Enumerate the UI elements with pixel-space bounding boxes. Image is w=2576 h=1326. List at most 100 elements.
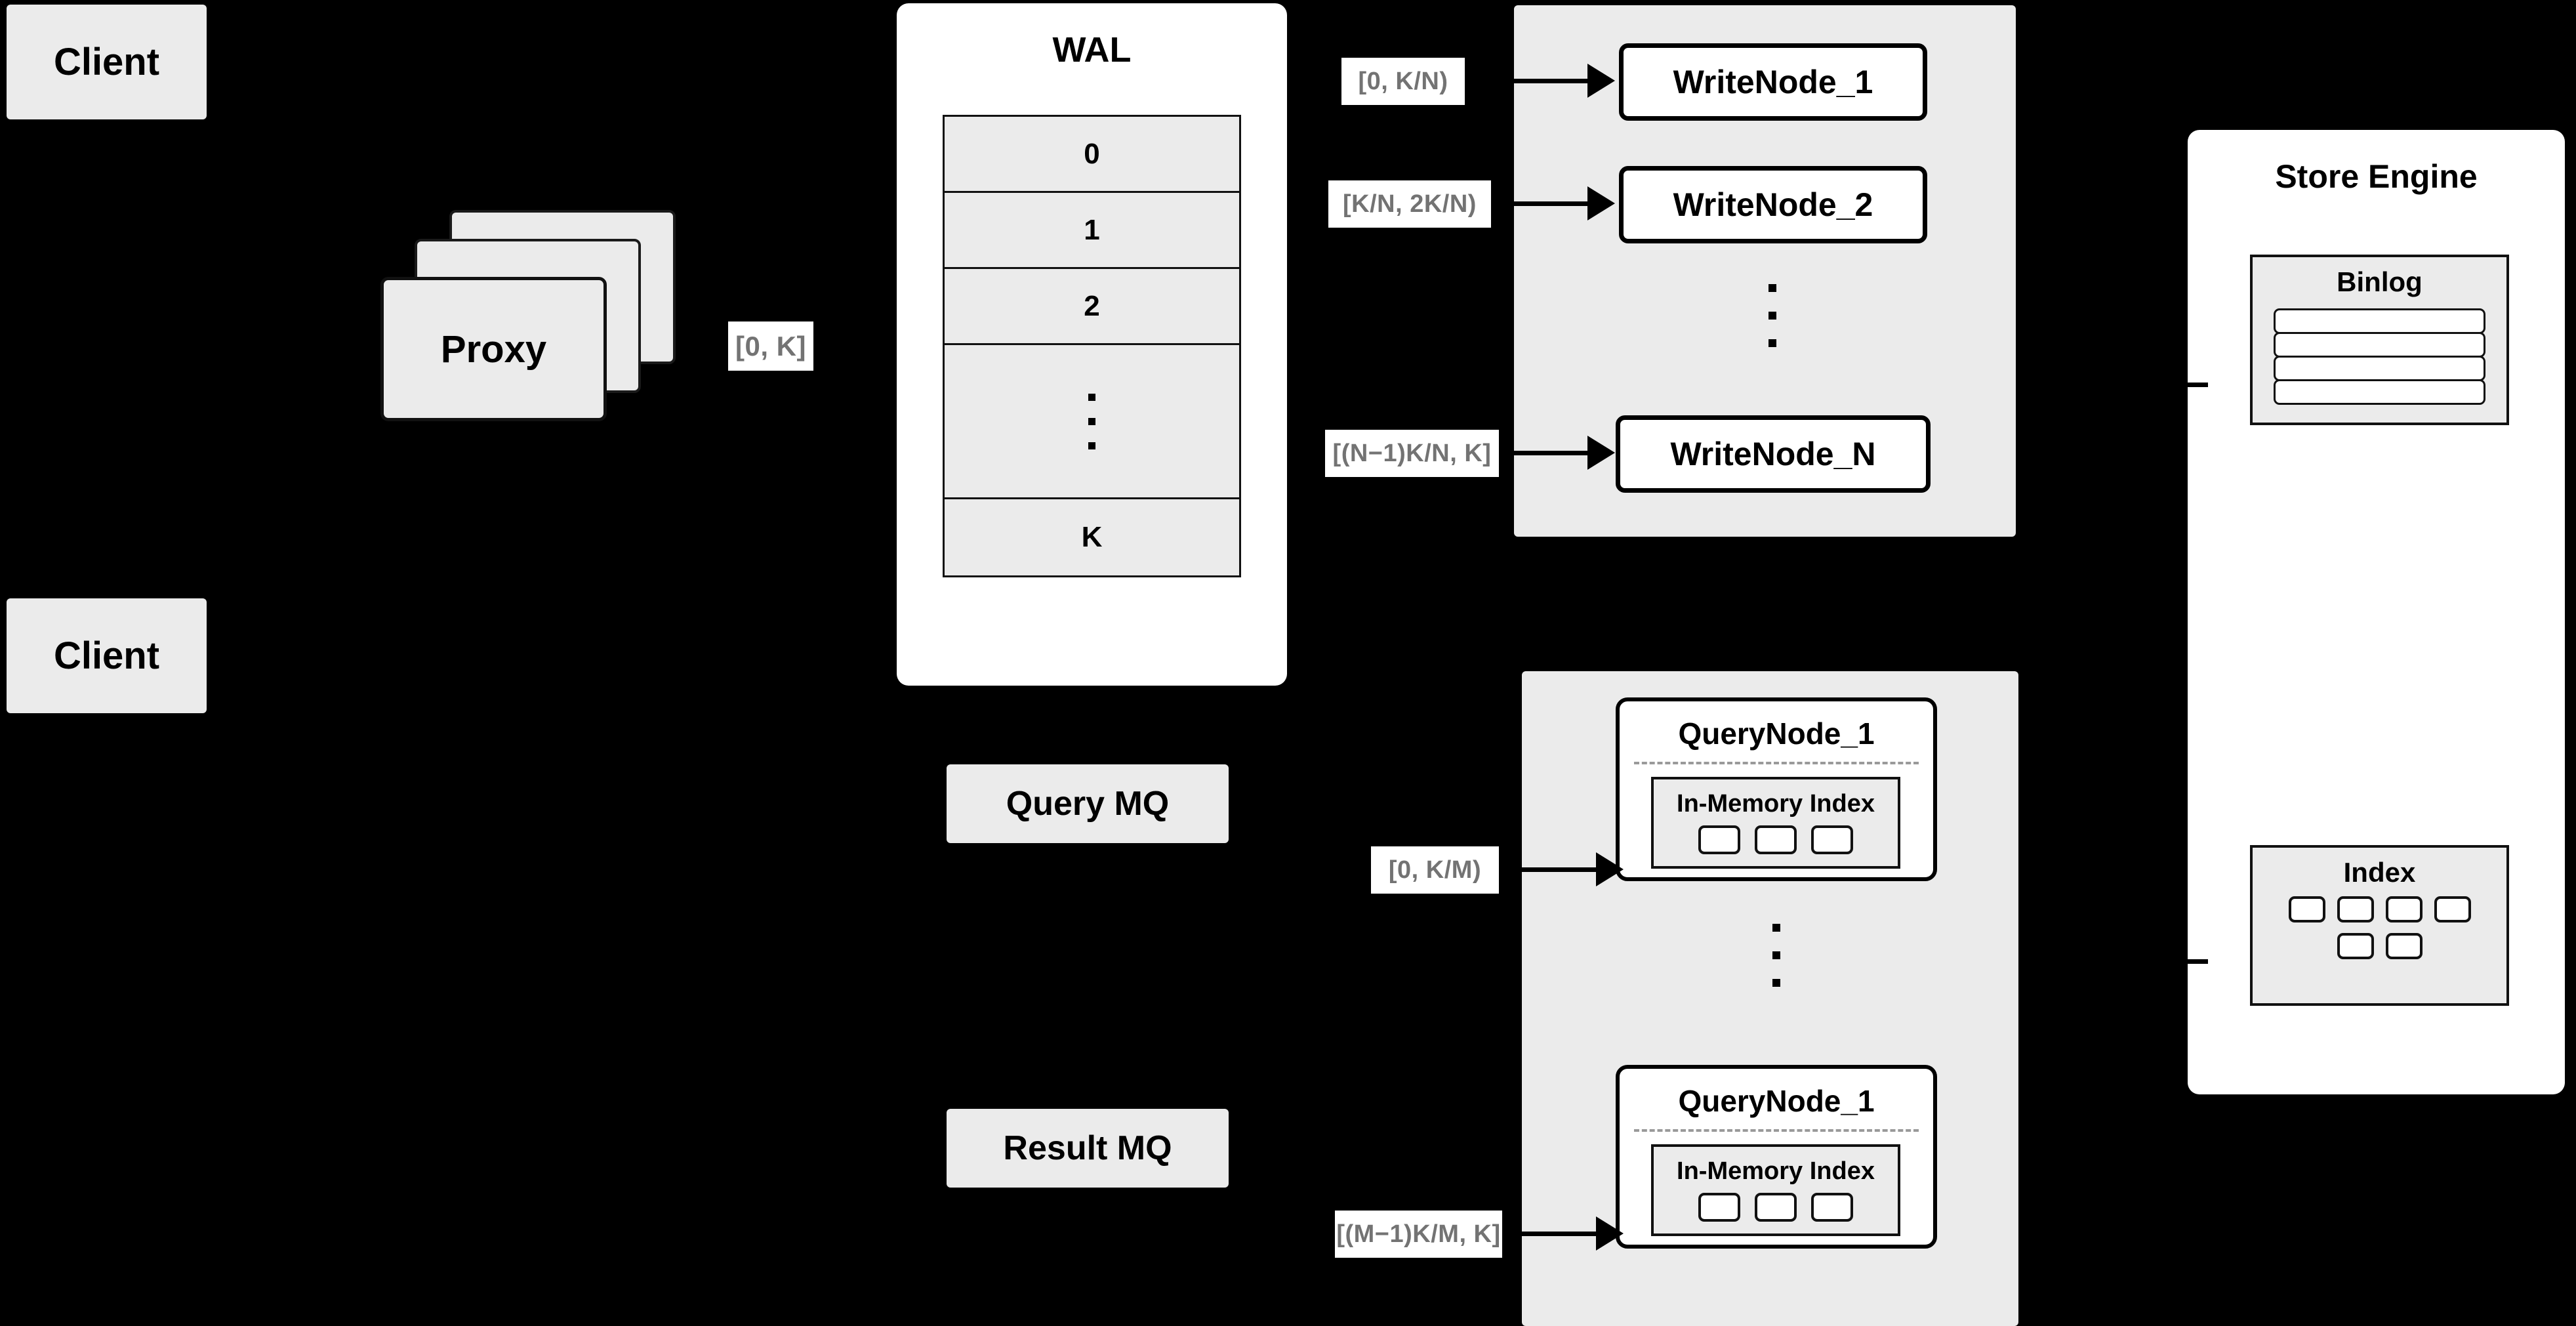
arrow-line-write-1 xyxy=(1502,79,1589,83)
query-mq-label: Query MQ xyxy=(1006,785,1170,823)
ellipsis-dot xyxy=(1772,951,1780,959)
arrow-line-binlog xyxy=(2165,383,2208,387)
arrow-line-query-2 xyxy=(1505,1232,1597,1236)
binlog-row xyxy=(2274,379,2485,405)
wal-row: 2 xyxy=(945,269,1239,345)
wal-entry-table: 0 1 2 K xyxy=(943,115,1241,577)
arrow-line-write-2 xyxy=(1502,201,1589,206)
write-node-2-range-label: [K/N, 2K/N) xyxy=(1328,180,1491,228)
proxy-range-label: [0, K] xyxy=(728,321,813,371)
ellipsis-dot xyxy=(1768,284,1776,292)
in-memory-index-title: In-Memory Index xyxy=(1677,1157,1875,1185)
binlog-row xyxy=(2274,356,2485,381)
ellipsis-dot xyxy=(1768,312,1776,320)
index-cell xyxy=(1811,1193,1853,1222)
ellipsis-dot xyxy=(1088,393,1095,401)
range-text: [0, K/N) xyxy=(1358,67,1448,95)
client-label: Client xyxy=(53,41,160,83)
ellipsis-dot xyxy=(1088,442,1095,449)
wal-row: 1 xyxy=(945,193,1239,269)
index-cell xyxy=(1698,1193,1740,1222)
arrow-line-query-1 xyxy=(1505,867,1597,872)
range-text: [(N−1)K/N, K] xyxy=(1332,439,1492,467)
write-node-n[interactable]: WriteNode_N xyxy=(1616,415,1931,493)
range-text: [K/N, 2K/N) xyxy=(1343,190,1477,218)
write-node-2[interactable]: WriteNode_2 xyxy=(1619,166,1927,243)
query-node-divider xyxy=(1634,1129,1919,1132)
arrow-head-query-1 xyxy=(1596,852,1624,886)
result-mq-box[interactable]: Result MQ xyxy=(947,1109,1229,1188)
arrow-head-query-2 xyxy=(1596,1216,1624,1251)
in-memory-index-cells xyxy=(1654,1193,1898,1222)
query-node-divider xyxy=(1634,762,1919,764)
in-memory-index-title: In-Memory Index xyxy=(1677,790,1875,818)
in-memory-index-box-1: In-Memory Index xyxy=(1651,777,1900,869)
range-text: [(M−1)K/M, K] xyxy=(1336,1220,1501,1248)
index-cell xyxy=(2288,896,2325,922)
index-cell-grid xyxy=(2253,896,2506,959)
binlog-box: Binlog xyxy=(2250,255,2509,425)
proxy-range-text: [0, K] xyxy=(735,330,806,362)
query-mq-box[interactable]: Query MQ xyxy=(947,764,1229,843)
binlog-rows xyxy=(2274,308,2485,405)
query-node-title: QueryNode_1 xyxy=(1678,716,1875,751)
arrow-line-write-n xyxy=(1502,451,1589,455)
ellipsis-dot xyxy=(1768,339,1776,347)
write-node-label: WriteNode_1 xyxy=(1673,64,1873,100)
binlog-row xyxy=(2274,332,2485,358)
store-engine-title: Store Engine xyxy=(2275,158,2478,195)
write-node-n-range-label: [(N−1)K/N, K] xyxy=(1325,430,1499,477)
index-box: Index xyxy=(2250,845,2509,1006)
index-cell xyxy=(1755,825,1797,854)
arrow-head-write-2 xyxy=(1587,186,1615,220)
client-label: Client xyxy=(53,634,160,677)
query-node-ellipsis xyxy=(1772,924,1780,987)
write-node-1[interactable]: WriteNode_1 xyxy=(1619,43,1927,121)
client-box-2[interactable]: Client xyxy=(7,598,207,713)
wal-row-label: 2 xyxy=(1084,289,1100,322)
proxy-label: Proxy xyxy=(440,327,547,371)
index-cell xyxy=(1811,825,1853,854)
result-mq-label: Result MQ xyxy=(1003,1129,1172,1167)
wal-row: K xyxy=(945,499,1239,575)
wal-title: WAL xyxy=(1052,30,1132,70)
index-cell xyxy=(1755,1193,1797,1222)
wal-row-label: K xyxy=(1081,521,1103,553)
range-text: [0, K/M) xyxy=(1388,856,1482,884)
index-cell xyxy=(2337,933,2374,959)
in-memory-index-cells xyxy=(1654,825,1898,854)
ellipsis-dot xyxy=(1088,417,1095,425)
query-node-2[interactable]: QueryNode_1 In-Memory Index xyxy=(1616,1065,1937,1249)
wal-row-label: 1 xyxy=(1084,213,1100,246)
binlog-row xyxy=(2274,308,2485,334)
wal-row: 0 xyxy=(945,117,1239,193)
store-engine-panel: Store Engine Binlog Index xyxy=(2188,130,2565,1094)
index-cell xyxy=(2337,896,2374,922)
index-cell xyxy=(2434,896,2471,922)
index-cell xyxy=(2385,896,2423,922)
write-node-label: WriteNode_N xyxy=(1670,436,1876,472)
ellipsis-dot xyxy=(1772,924,1780,932)
query-node-2-range-label: [(M−1)K/M, K] xyxy=(1335,1211,1502,1258)
query-node-1[interactable]: QueryNode_1 In-Memory Index xyxy=(1616,697,1937,881)
query-node-1-range-label: [0, K/M) xyxy=(1371,846,1499,894)
arrow-head-write-1 xyxy=(1587,64,1615,98)
index-title: Index xyxy=(2343,857,2416,888)
wal-row-label: 0 xyxy=(1084,137,1100,170)
write-node-1-range-label: [0, K/N) xyxy=(1341,58,1465,105)
query-node-title: QueryNode_1 xyxy=(1678,1084,1875,1118)
proxy-stack[interactable]: Proxy xyxy=(380,210,682,446)
wal-row-ellipsis xyxy=(945,345,1239,499)
ellipsis-dot xyxy=(1772,979,1780,987)
wal-panel: WAL 0 1 2 K xyxy=(897,3,1287,686)
write-node-ellipsis xyxy=(1768,284,1776,347)
proxy-front-card[interactable]: Proxy xyxy=(380,277,607,421)
in-memory-index-box-2: In-Memory Index xyxy=(1651,1144,1900,1236)
index-cell xyxy=(1698,825,1740,854)
binlog-title: Binlog xyxy=(2337,266,2423,297)
client-box-1[interactable]: Client xyxy=(7,5,207,119)
index-cell xyxy=(2385,933,2423,959)
arrow-head-write-n xyxy=(1587,436,1615,470)
arrow-line-index xyxy=(2165,959,2208,964)
